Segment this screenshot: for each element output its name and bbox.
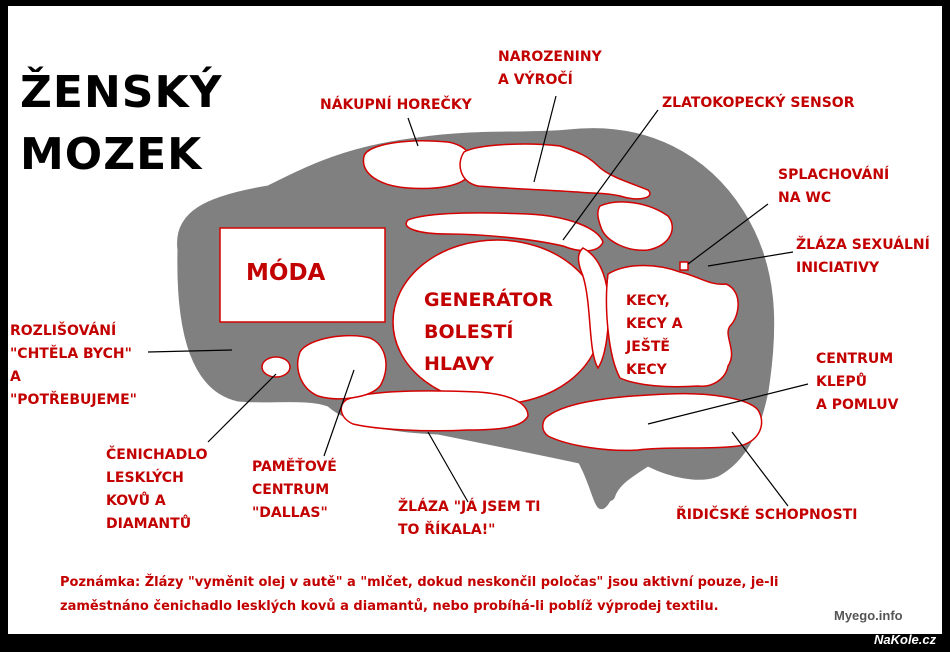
watermark-nakole: NaKole.cz	[874, 632, 937, 647]
label-moda: MÓDA	[246, 260, 326, 286]
label-zlaza-sexualni-line: ŽLÁZA SEXUÁLNÍ	[796, 237, 930, 253]
label-kecy: KECY, KECY A JEŠTĚ KECY	[626, 290, 683, 382]
note-line-1: Poznámka: Žlázy "vyměnit olej v autě" a …	[60, 575, 779, 590]
label-zlaza-sexualni-line: INICIATIVY	[796, 260, 880, 276]
pointer-centrum-klepu	[647, 383, 809, 425]
pointer-narozeniny	[533, 95, 557, 183]
note-line-2: zaměstnáno čenichadlo lesklých kovů a di…	[60, 599, 719, 614]
label-cenichadlo-line: DIAMANTŮ	[106, 516, 192, 532]
label-kecy-line: JEŠTĚ	[626, 339, 670, 355]
brain-stem	[568, 446, 638, 510]
label-narozeniny-line: A VÝROČÍ	[498, 72, 573, 88]
label-rozlisovani-line: "POTŘEBUJEME"	[10, 392, 137, 408]
label-rozlisovani-line: ROZLIŠOVÁNÍ	[10, 323, 117, 339]
title-line1: ŽENSKÝ	[20, 67, 223, 118]
label-generator-line: GENERÁTOR	[424, 289, 554, 311]
label-narozeniny-line: NAROZENINY	[498, 49, 602, 65]
label-centrum-klepu-line: A POMLUV	[816, 397, 899, 413]
pointer-rozlisovani	[147, 349, 233, 353]
label-pametove-line: "DALLAS"	[252, 505, 328, 521]
label-cenichadlo-line: ČENICHADLO	[106, 447, 208, 463]
label-pametove: PAMĚŤOVÉ CENTRUM "DALLAS"	[252, 456, 337, 525]
label-cenichadlo: ČENICHADLO LESKLÝCH KOVŮ A DIAMANTŮ	[106, 444, 208, 536]
label-pametove-line: PAMĚŤOVÉ	[252, 459, 337, 475]
label-nakupni: NÁKUPNÍ HOREČKY	[320, 97, 472, 113]
pointer-zlatokopecky	[562, 109, 659, 241]
pointer-cenichadlo	[207, 373, 277, 443]
region-zlatokopecky-lobe	[597, 201, 673, 251]
label-generator-line: BOLESTÍ	[424, 321, 514, 343]
region-dallas-lower	[340, 390, 529, 432]
pointer-ridicske	[731, 431, 789, 507]
label-kecy-line: KECY	[626, 362, 667, 378]
label-zlatokopecky: ZLATOKOPECKÝ SENSOR	[662, 95, 855, 111]
brain-drawing	[147, 95, 809, 510]
label-rozlisovani-line: A	[10, 369, 21, 385]
pointer-nakupni	[407, 117, 419, 147]
watermark-myego: Myego.info	[834, 608, 903, 623]
diagram-canvas: ŽENSKÝ MOZEK MÓDA GENERÁTOR BOLESTÍ HLAV…	[8, 6, 942, 634]
pointer-pametove	[323, 369, 355, 457]
title-line2: MOZEK	[20, 129, 203, 180]
region-klepy	[542, 392, 763, 452]
label-zlaza-ja-line: TO ŘÍKALA!"	[398, 522, 496, 538]
label-centrum-klepu-line: KLEPŮ	[816, 374, 867, 390]
label-ridicske: ŘIDIČSKÉ SCHOPNOSTI	[676, 507, 858, 523]
label-zlaza-ja-line: ŽLÁZA "JÁ JSEM TI	[398, 499, 541, 515]
label-splachovani: SPLACHOVÁNÍ NA WC	[778, 164, 889, 210]
region-pametove	[297, 334, 387, 400]
region-cenichadlo	[261, 356, 291, 378]
pointer-zlaza-sexualni	[707, 251, 794, 267]
label-centrum-klepu-line: CENTRUM	[816, 351, 894, 367]
region-nakupni-horecky	[362, 140, 473, 190]
region-zlatokopecky	[405, 212, 604, 252]
label-centrum-klepu: CENTRUM KLEPŮ A POMLUV	[816, 348, 898, 417]
region-splachovani	[679, 261, 689, 271]
label-kecy-line: KECY,	[626, 293, 670, 309]
pointer-splachovani	[687, 203, 769, 265]
label-zlaza-ja: ŽLÁZA "JÁ JSEM TI TO ŘÍKALA!"	[398, 496, 540, 542]
label-kecy-line: KECY A	[626, 316, 683, 332]
label-rozlisovani-line: "CHTĚLA BYCH"	[10, 346, 132, 362]
label-narozeniny: NAROZENINY A VÝROČÍ	[498, 46, 602, 92]
label-rozlisovani: ROZLIŠOVÁNÍ "CHTĚLA BYCH" A "POTŘEBUJEME…	[10, 320, 137, 412]
label-cenichadlo-line: KOVŮ A	[106, 493, 166, 509]
label-pametove-line: CENTRUM	[252, 482, 330, 498]
region-moda	[219, 227, 386, 323]
label-generator: GENERÁTOR BOLESTÍ HLAVY	[424, 284, 553, 380]
label-zlaza-sexualni: ŽLÁZA SEXUÁLNÍ INICIATIVY	[796, 234, 930, 280]
pointer-zlaza-ja	[427, 431, 469, 503]
label-generator-line: HLAVY	[424, 353, 494, 375]
region-band	[577, 247, 610, 370]
label-cenichadlo-line: LESKLÝCH	[106, 470, 184, 486]
region-kecy	[605, 264, 739, 388]
label-splachovani-line: NA WC	[778, 190, 832, 206]
label-splachovani-line: SPLACHOVÁNÍ	[778, 167, 890, 183]
